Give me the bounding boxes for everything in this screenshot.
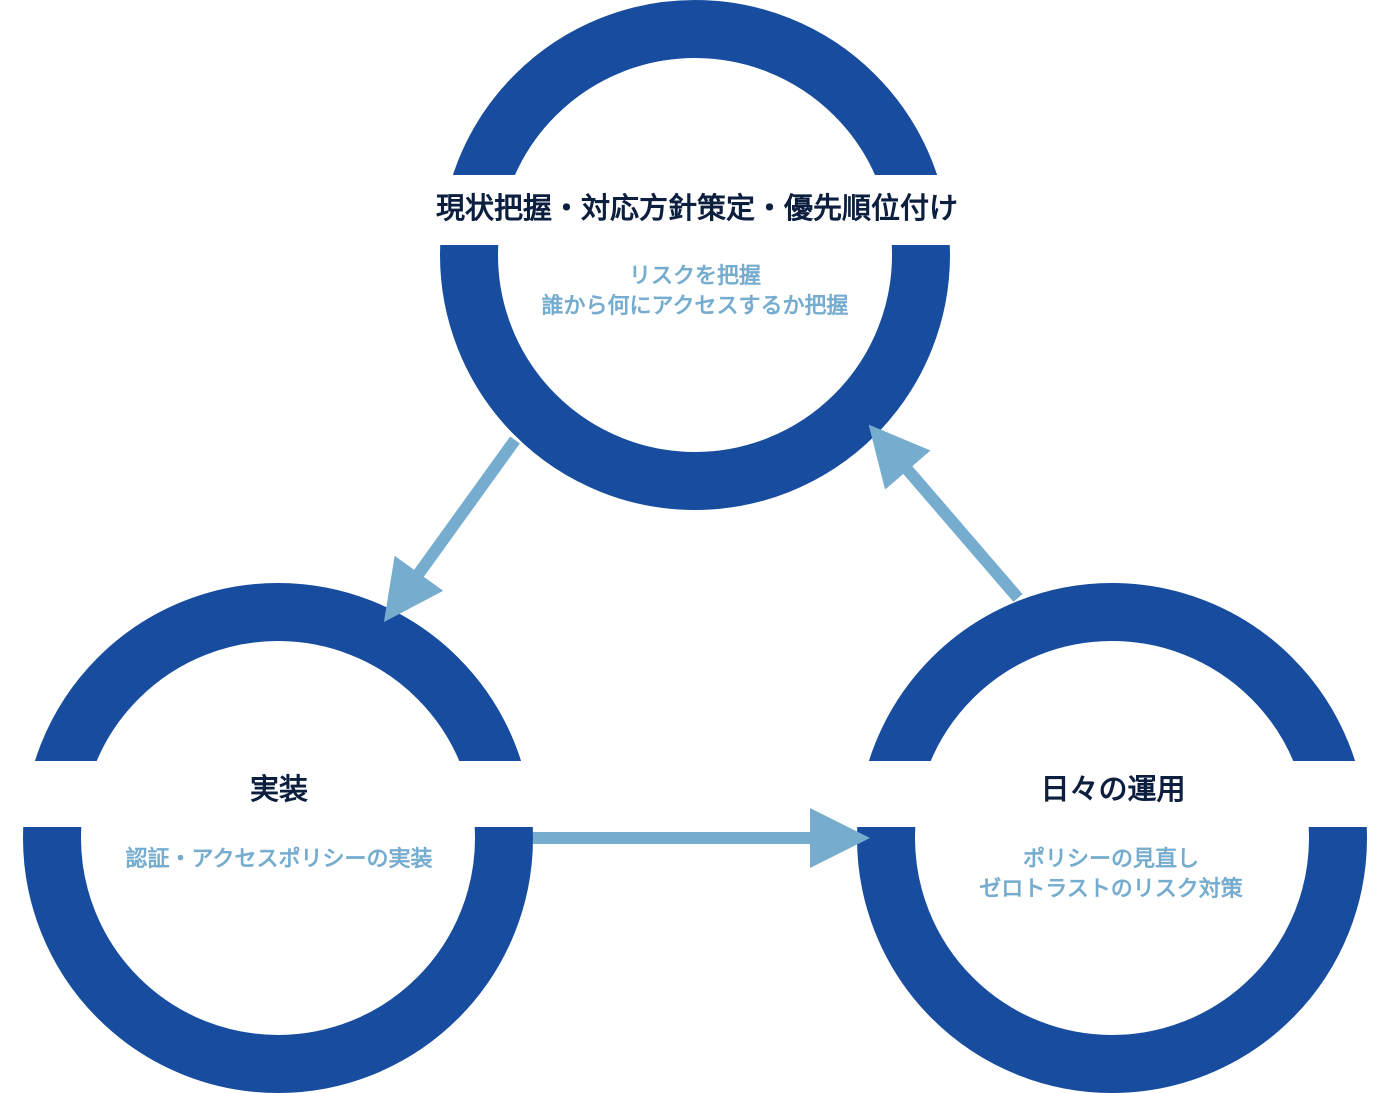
- stage-3-description-line-1: ポリシーの見直し: [1023, 846, 1199, 872]
- stage-2-description-line-1: 認証・アクセスポリシーの実装: [126, 846, 433, 872]
- stage-1-title: 現状把握・対応方針策定・優先順位付け: [436, 191, 958, 225]
- stage-2-title-gap: [0, 761, 560, 827]
- stage-3-title-gap: [830, 761, 1394, 827]
- stage-2-title: 実装: [250, 772, 308, 806]
- stage-1-description-line-1: リスクを把握: [629, 263, 761, 289]
- arrow-stage3-to-stage1: [868, 424, 1023, 602]
- stage-1-ring: [440, 0, 950, 510]
- stage-3-title: 日々の運用: [1040, 772, 1185, 806]
- stage-1-title-gap: [380, 175, 1010, 245]
- stage-3-ring: [857, 583, 1367, 1093]
- stage-3-description-line-2: ゼロトラストのリスク対策: [979, 876, 1244, 902]
- stage-1-description-line-2: 誰から何にアクセスするか把握: [542, 293, 849, 319]
- arrow-stage1-to-stage2: [383, 436, 520, 622]
- stage-2-ring: [23, 583, 533, 1093]
